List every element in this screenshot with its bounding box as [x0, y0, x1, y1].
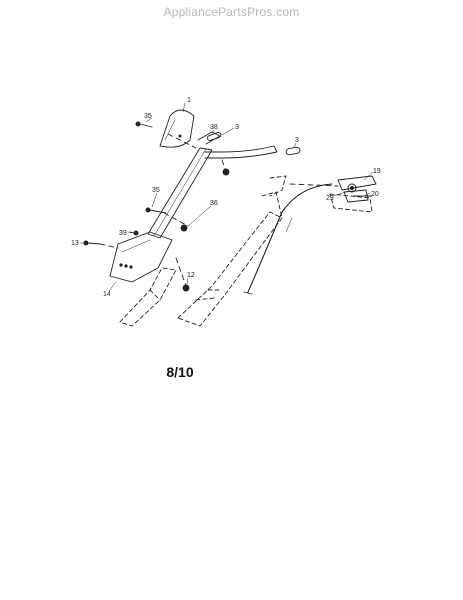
callout-35-middle: 35 [152, 187, 160, 194]
bolt-35-top [135, 121, 153, 128]
phantom-frame-right [177, 175, 287, 327]
callout-38: 38 [210, 124, 218, 131]
bolt-13 [83, 240, 101, 246]
nut-36-lower [180, 224, 188, 232]
callout-3-right: 3 [295, 137, 299, 144]
callout-36: 36 [210, 200, 218, 207]
main-handle-tube [147, 147, 213, 239]
phantom-right-grip [329, 193, 373, 213]
callout-29: 29 [326, 195, 334, 202]
callout-12: 12 [187, 272, 195, 279]
callout-13: 13 [71, 240, 79, 247]
upper-handle-bar [204, 145, 278, 159]
part-bracket-14 [109, 231, 173, 283]
callout-20: 20 [371, 191, 379, 198]
grip-3-left [206, 131, 222, 141]
callout-1: 1 [187, 97, 191, 104]
part-cover [159, 109, 195, 148]
callout-19: 19 [373, 168, 381, 175]
grip-3-right [285, 146, 301, 156]
callout-3-left: 3 [235, 124, 239, 131]
bolt-35-middle [145, 207, 167, 214]
watermark-text: AppliancePartsPros.com [163, 5, 300, 19]
control-cable [247, 183, 333, 293]
callout-35-top: 35 [144, 113, 152, 120]
page-number: 8/10 [166, 364, 194, 380]
phantom-frame-left [119, 267, 177, 327]
callout-14: 14 [103, 291, 111, 298]
bolt-39 [129, 230, 139, 236]
control-lever-assembly [337, 175, 377, 203]
alignment-lines [99, 133, 339, 287]
callout-39: 39 [119, 230, 127, 237]
